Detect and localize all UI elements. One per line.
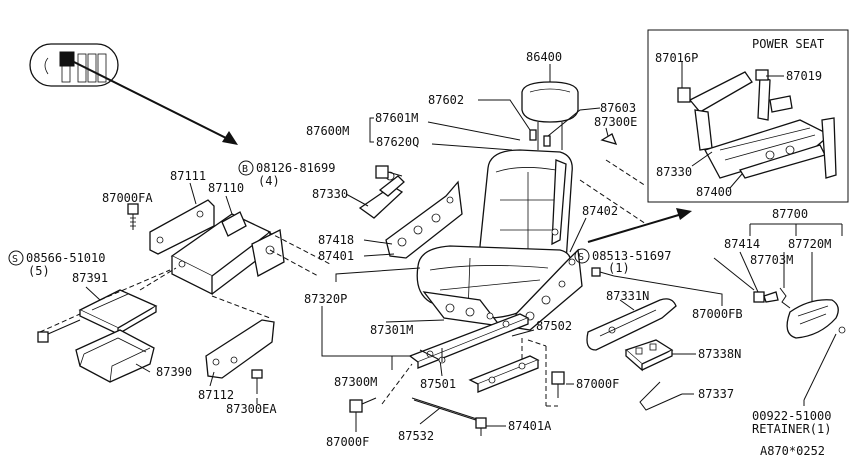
ref-s1-circle bbox=[8, 250, 24, 266]
cover-87112 bbox=[205, 319, 275, 379]
callout-bolt-b: 08126-81699 bbox=[256, 161, 335, 175]
diagram-code: A870*0252 bbox=[760, 444, 825, 458]
bin-87390 bbox=[75, 329, 155, 383]
callout-87112: 87112 bbox=[198, 388, 234, 402]
callout-86400: 86400 bbox=[526, 50, 562, 64]
callout-87390: 87390 bbox=[156, 365, 192, 379]
callout-87110: 87110 bbox=[208, 181, 244, 195]
callout-87000F-right: 87000F bbox=[576, 377, 619, 391]
callout-87301M: 87301M bbox=[370, 323, 413, 337]
ref-b-letter: B bbox=[242, 164, 248, 175]
rod-87532 bbox=[411, 397, 481, 421]
callout-retainer-label: RETAINER(1) bbox=[752, 422, 831, 436]
ref-s2-letter: S bbox=[578, 252, 584, 263]
callout-screw-s2: 08513-51697 bbox=[592, 249, 671, 263]
callout-87330: 87330 bbox=[312, 187, 348, 201]
callout-87720M: 87720M bbox=[788, 237, 831, 251]
vehicle-locator-icon bbox=[29, 43, 119, 87]
callout-87320P: 87320P bbox=[304, 292, 347, 306]
callout-87402: 87402 bbox=[582, 204, 618, 218]
bolt-87000F-bottom bbox=[349, 397, 377, 413]
clip-87300E bbox=[600, 133, 618, 145]
cushion-frame bbox=[422, 291, 502, 327]
ref-b-circle bbox=[238, 160, 254, 176]
switch-87338N bbox=[624, 339, 674, 372]
callout-87401A: 87401A bbox=[508, 419, 552, 433]
callout-87400: 87400 bbox=[696, 185, 732, 199]
recliner-bracket-87418 bbox=[385, 180, 463, 259]
callout-87414: 87414 bbox=[724, 237, 760, 251]
callout-87703M: 87703M bbox=[750, 253, 793, 267]
seat-back bbox=[479, 149, 573, 268]
callout-87501: 87501 bbox=[420, 377, 456, 391]
clip-87300EA bbox=[251, 369, 263, 394]
headrest bbox=[521, 81, 579, 150]
callout-87330-inset: 87330 bbox=[656, 165, 692, 179]
callout-87700: 87700 bbox=[772, 207, 808, 221]
recliner-bracket-87402 bbox=[515, 248, 583, 331]
wire-87337 bbox=[639, 381, 683, 411]
locator-arrowhead bbox=[222, 131, 238, 145]
callout-87601M: 87601M bbox=[375, 111, 418, 125]
callout-screw-s2-qty: (1) bbox=[608, 261, 630, 275]
assembly-dashed-lines-center bbox=[381, 159, 647, 407]
bolt-left bbox=[37, 319, 81, 343]
callout-87502: 87502 bbox=[536, 319, 572, 333]
ref-s1-letter: S bbox=[12, 254, 18, 265]
power-seat-track-assembly bbox=[677, 69, 837, 179]
callout-retainer-num: 00922-51000 bbox=[752, 409, 831, 423]
headrest-guides bbox=[529, 129, 551, 147]
callout-87300EA: 87300EA bbox=[226, 402, 277, 416]
callout-87000FB: 87000FB bbox=[692, 307, 743, 321]
ref-s2-circle bbox=[574, 248, 590, 264]
callout-87000FA: 87000FA bbox=[102, 191, 153, 205]
callout-87000F-bottom: 87000F bbox=[326, 435, 369, 449]
bolt-87401A bbox=[475, 417, 487, 436]
callout-bolt-b-qty: (4) bbox=[258, 174, 280, 188]
callout-87401: 87401 bbox=[318, 249, 354, 263]
spring-87703M bbox=[779, 287, 791, 309]
bolt-b bbox=[375, 165, 403, 179]
bolt-87000F-right bbox=[551, 371, 565, 398]
cover-87331N bbox=[586, 298, 677, 351]
callout-87532: 87532 bbox=[398, 429, 434, 443]
knob-87414 bbox=[753, 291, 779, 303]
callout-87602: 87602 bbox=[428, 93, 464, 107]
callout-87016P: 87016P bbox=[655, 51, 698, 65]
callout-87331N: 87331N bbox=[606, 289, 649, 303]
callout-87300E: 87300E bbox=[594, 115, 637, 129]
seat-track-right-87300M bbox=[468, 355, 540, 393]
callout-screw-s1-qty: (5) bbox=[28, 264, 50, 278]
tray-87391 bbox=[78, 289, 158, 336]
callout-87019: 87019 bbox=[786, 69, 822, 83]
recliner-87330 bbox=[358, 171, 405, 219]
frame-87110 bbox=[170, 211, 285, 296]
retainer-clip bbox=[803, 326, 846, 401]
callout-87337: 87337 bbox=[698, 387, 734, 401]
callout-87418: 87418 bbox=[318, 233, 354, 247]
inset-arrow bbox=[587, 213, 683, 243]
callout-87620Q: 87620Q bbox=[376, 135, 419, 149]
locator-arrow bbox=[69, 59, 231, 141]
callout-87603: 87603 bbox=[600, 101, 636, 115]
assembly-dashed-lines-left bbox=[39, 231, 331, 333]
bolt-87000FA bbox=[127, 203, 139, 230]
callout-87600M: 87600M bbox=[306, 124, 349, 138]
inset-leader-lines bbox=[681, 62, 784, 189]
inset-title: POWER SEAT bbox=[752, 37, 824, 51]
inset-arrowhead bbox=[676, 208, 692, 220]
callout-87300M: 87300M bbox=[334, 375, 377, 389]
screw-s2 bbox=[591, 267, 615, 277]
lever-87720M bbox=[786, 299, 839, 339]
power-seat-inset-frame bbox=[647, 29, 849, 203]
callout-screw-s1: 08566-51010 bbox=[26, 251, 105, 265]
callout-87111: 87111 bbox=[170, 169, 206, 183]
callout-87338N: 87338N bbox=[698, 347, 741, 361]
callout-87391: 87391 bbox=[72, 271, 108, 285]
seat-track-left-87301M bbox=[408, 313, 530, 369]
